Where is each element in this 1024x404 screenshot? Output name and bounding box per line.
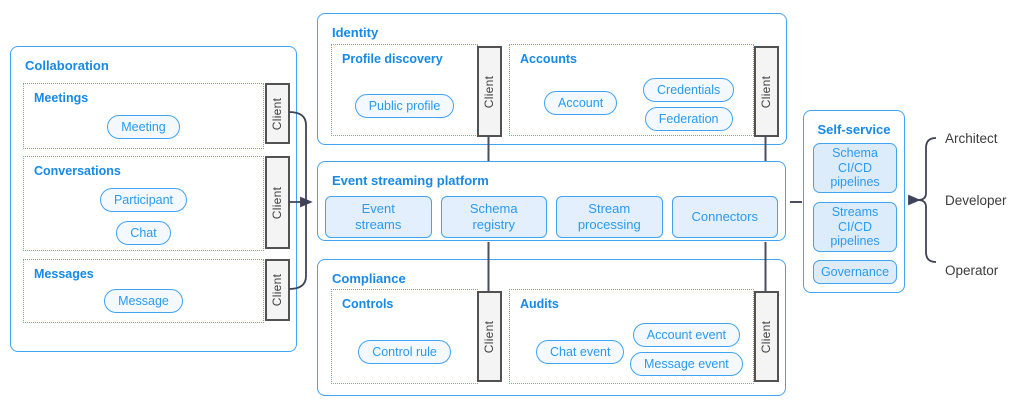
compliance-group: Compliance Controls Control rule Client … [317, 259, 786, 396]
account-pill: Account [544, 91, 618, 115]
conversations-box: Conversations Participant Chat [23, 156, 264, 251]
client-label: Client [759, 320, 774, 353]
self-service-group: Self-service Schema CI/CD pipelines Stre… [803, 110, 905, 293]
chat-event-pill: Chat event [536, 340, 625, 364]
client-box-messages: Client [265, 259, 290, 321]
accounts-pill-stack: Credentials Federation [643, 78, 735, 131]
client-box-meetings: Client [265, 83, 290, 144]
persona-developer: Developer [945, 193, 1007, 208]
controls-pills: Control rule [332, 340, 477, 364]
schema-cicd-pipelines-item: Schema CI/CD pipelines [813, 143, 897, 193]
profile-discovery-pills: Public profile [332, 94, 477, 118]
schema-registry-component: Schema registry [440, 196, 547, 238]
event-streaming-platform-group: Event streaming platform Event streams S… [317, 161, 786, 241]
persona-architect: Architect [945, 131, 998, 146]
event-streams-component: Event streams [325, 196, 432, 238]
controls-title: Controls [342, 297, 394, 311]
meeting-pill: Meeting [107, 115, 180, 139]
stream-processing-component: Stream processing [556, 196, 663, 238]
client-label: Client [482, 320, 497, 353]
accounts-box: Accounts Account Credentials Federation [509, 44, 754, 136]
chat-pill: Chat [116, 221, 171, 245]
streams-cicd-pipelines-item: Streams CI/CD pipelines [813, 202, 897, 252]
connectors-component: Connectors [671, 196, 778, 238]
accounts-title: Accounts [520, 52, 577, 66]
message-event-pill: Message event [630, 352, 743, 376]
personas-brace [917, 137, 937, 263]
self-service-title: Self-service [817, 122, 891, 137]
persona-operator: Operator [945, 263, 999, 278]
governance-item: Governance [813, 260, 897, 284]
credentials-pill: Credentials [643, 78, 735, 102]
messages-box: Messages Message [23, 259, 264, 323]
meetings-pills: Meeting [24, 115, 263, 139]
audits-title: Audits [520, 297, 559, 311]
profile-discovery-title: Profile discovery [342, 52, 443, 66]
messages-title: Messages [34, 267, 94, 281]
client-box-controls: Client [477, 291, 502, 382]
conversations-pills: Participant Chat [24, 188, 263, 245]
client-box-accounts: Client [754, 46, 779, 137]
client-box-audits: Client [754, 291, 779, 382]
participant-pill: Participant [99, 188, 188, 212]
profile-discovery-box: Profile discovery Public profile [331, 44, 478, 136]
message-pill: Message [104, 289, 183, 313]
client-label: Client [482, 75, 497, 108]
account-event-pill: Account event [632, 323, 740, 347]
identity-group: Identity Profile discovery Public profil… [317, 13, 787, 145]
client-label: Client [270, 97, 285, 130]
collaboration-group: Collaboration Meetings Meeting Client Co… [10, 46, 297, 352]
meetings-box: Meetings Meeting [23, 83, 264, 149]
client-box-conversations: Client [265, 156, 290, 249]
platform-components: Event streams Schema registry Stream pro… [325, 196, 778, 238]
event-streaming-platform-title: Event streaming platform [332, 173, 489, 188]
client-label: Client [270, 273, 285, 307]
client-label: Client [759, 75, 774, 108]
client-label: Client [270, 186, 285, 219]
collaboration-title: Collaboration [25, 58, 109, 73]
messages-pills: Message [24, 289, 263, 313]
federation-pill: Federation [644, 107, 733, 131]
control-rule-pill: Control rule [358, 340, 451, 364]
meetings-title: Meetings [34, 91, 89, 105]
identity-title: Identity [332, 25, 379, 40]
compliance-title: Compliance [332, 271, 406, 286]
conversations-title: Conversations [34, 164, 121, 178]
client-box-profile-discovery: Client [477, 46, 502, 137]
audits-pill-stack: Account event Message event [630, 323, 743, 376]
controls-box: Controls Control rule [331, 289, 478, 384]
audits-box: Audits Chat event Account event Message … [509, 289, 754, 384]
public-profile-pill: Public profile [354, 94, 455, 118]
